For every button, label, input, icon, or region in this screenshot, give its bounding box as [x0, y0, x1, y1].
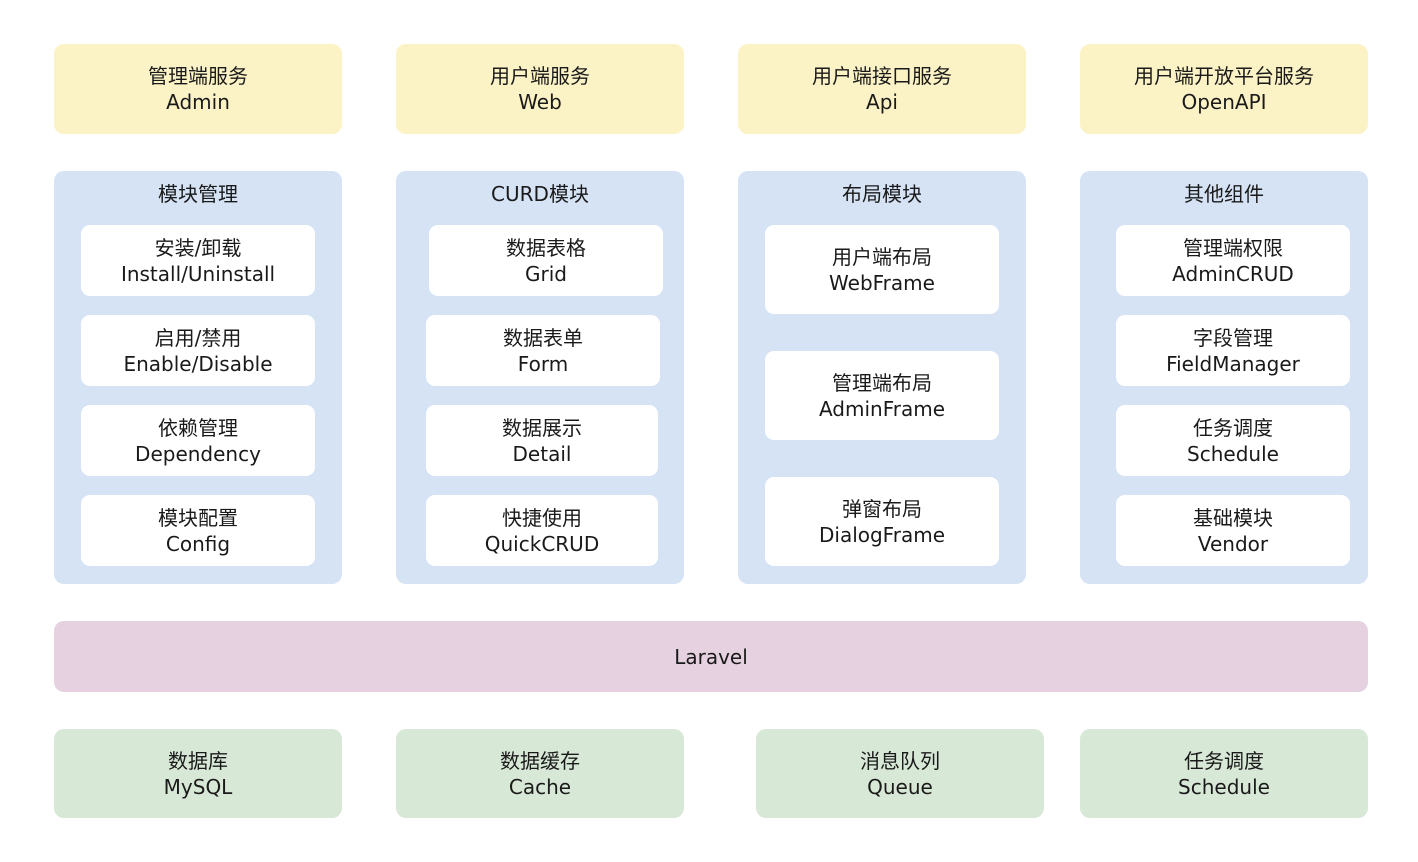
module-item-enable: 启用/禁用 Enable/Disable	[81, 315, 315, 386]
infra-schedule: 任务调度 Schedule	[1080, 729, 1368, 818]
item-zh: 基础模块	[1193, 505, 1273, 530]
infra-zh: 数据缓存	[500, 748, 580, 773]
infra-cache: 数据缓存 Cache	[396, 729, 684, 818]
item-en: Detail	[512, 441, 572, 466]
service-api-en: Api	[866, 90, 898, 114]
group-title: CURD模块	[491, 182, 589, 206]
item-en: DialogFrame	[818, 522, 945, 547]
item-en: Vendor	[1197, 531, 1269, 556]
infra-en: Queue	[867, 774, 933, 799]
infra-mysql: 数据库 MySQL	[54, 729, 342, 818]
infra-zh: 消息队列	[860, 748, 940, 773]
module-item-dialogframe: 弹窗布局 DialogFrame	[765, 477, 999, 566]
item-en: Enable/Disable	[123, 351, 273, 376]
item-en: Install/Uninstall	[120, 261, 276, 286]
service-openapi-zh: 用户端开放平台服务	[1134, 64, 1314, 88]
item-zh: 任务调度	[1193, 415, 1273, 440]
item-zh: 用户端布局	[832, 244, 932, 269]
service-admin: 管理端服务 Admin	[54, 44, 342, 134]
item-en: Config	[165, 531, 231, 556]
item-zh: 启用/禁用	[154, 325, 242, 350]
group-title: 其他组件	[1184, 182, 1264, 206]
item-en: Schedule	[1187, 441, 1279, 466]
item-zh: 管理端布局	[832, 370, 932, 395]
infra-en: Schedule	[1178, 774, 1270, 799]
item-en: Grid	[525, 261, 567, 286]
item-en: Dependency	[135, 441, 261, 466]
service-api: 用户端接口服务 Api	[738, 44, 1026, 134]
item-en: Form	[517, 351, 569, 376]
item-zh: 模块配置	[158, 505, 238, 530]
service-admin-zh: 管理端服务	[148, 64, 248, 88]
module-item-detail: 数据展示 Detail	[426, 405, 658, 476]
service-web: 用户端服务 Web	[396, 44, 684, 134]
item-en: FieldManager	[1166, 351, 1300, 376]
group-title: 布局模块	[842, 182, 922, 206]
module-item-dependency: 依赖管理 Dependency	[81, 405, 315, 476]
infra-en: Cache	[508, 774, 572, 799]
framework-label: Laravel	[674, 644, 748, 669]
infra-zh: 数据库	[168, 748, 228, 773]
item-en: AdminFrame	[818, 396, 946, 421]
module-item-webframe: 用户端布局 WebFrame	[765, 225, 999, 314]
item-zh: 数据表单	[503, 325, 583, 350]
item-zh: 数据展示	[502, 415, 582, 440]
module-item-form: 数据表单 Form	[426, 315, 660, 386]
item-zh: 依赖管理	[158, 415, 238, 440]
service-openapi-en: OpenAPI	[1181, 90, 1267, 114]
service-web-en: Web	[518, 90, 562, 114]
item-zh: 弹窗布局	[842, 496, 922, 521]
infra-queue: 消息队列 Queue	[756, 729, 1044, 818]
module-item-schedule: 任务调度 Schedule	[1116, 405, 1350, 476]
module-item-grid: 数据表格 Grid	[429, 225, 663, 296]
item-en: AdminCRUD	[1172, 261, 1294, 286]
item-zh: 安装/卸载	[154, 235, 242, 260]
service-web-zh: 用户端服务	[490, 64, 590, 88]
module-item-vendor: 基础模块 Vendor	[1116, 495, 1350, 566]
infra-zh: 任务调度	[1184, 748, 1264, 773]
module-item-adminframe: 管理端布局 AdminFrame	[765, 351, 999, 440]
item-zh: 管理端权限	[1183, 235, 1283, 260]
module-item-quickcrud: 快捷使用 QuickCRUD	[426, 495, 658, 566]
service-admin-en: Admin	[166, 90, 230, 114]
infra-en: MySQL	[163, 774, 233, 799]
item-zh: 字段管理	[1193, 325, 1273, 350]
item-en: WebFrame	[829, 270, 935, 295]
item-zh: 快捷使用	[502, 505, 582, 530]
module-item-fieldmanager: 字段管理 FieldManager	[1116, 315, 1350, 386]
service-api-zh: 用户端接口服务	[812, 64, 952, 88]
module-item-install: 安装/卸载 Install/Uninstall	[81, 225, 315, 296]
item-zh: 数据表格	[506, 235, 586, 260]
group-title: 模块管理	[158, 182, 238, 206]
module-item-config: 模块配置 Config	[81, 495, 315, 566]
service-openapi: 用户端开放平台服务 OpenAPI	[1080, 44, 1368, 134]
module-item-admincrud: 管理端权限 AdminCRUD	[1116, 225, 1350, 296]
item-en: QuickCRUD	[484, 531, 600, 556]
framework-laravel: Laravel	[54, 621, 1368, 692]
